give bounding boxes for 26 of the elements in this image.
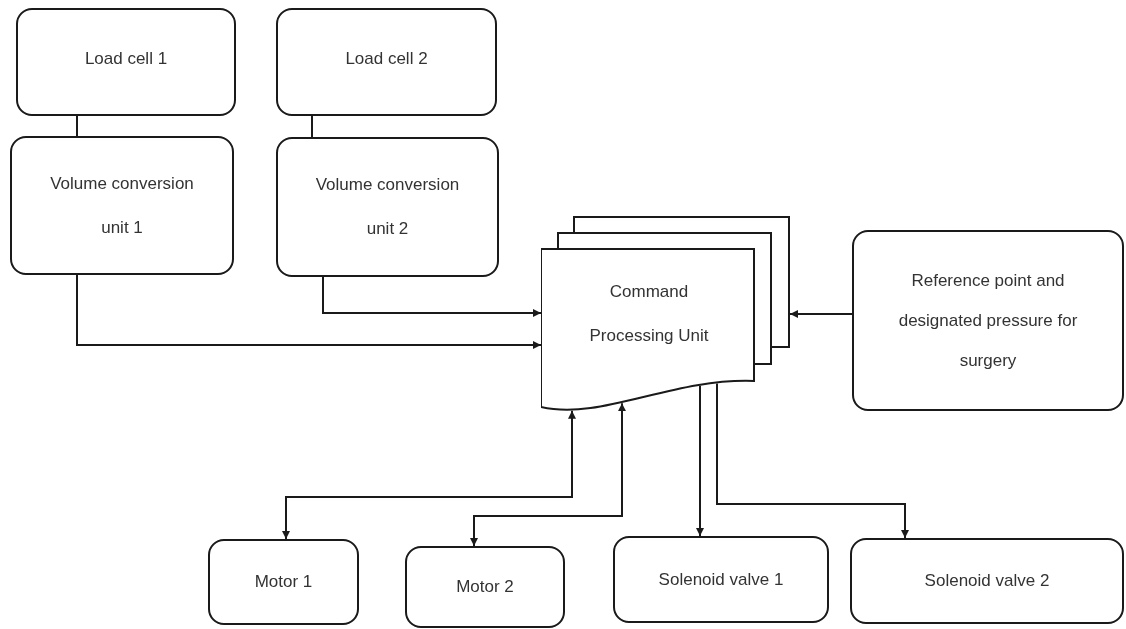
- connector-arrow: [322, 276, 542, 317]
- connector-arrow: [470, 402, 626, 547]
- rounded-box: [850, 538, 1124, 624]
- connector-arrow: [696, 384, 704, 537]
- rounded-box: [852, 230, 1124, 411]
- rounded-box: [276, 137, 499, 277]
- connector-arrow: [76, 274, 542, 349]
- node-label: Reference point and designated pressure for surgery: [897, 269, 1079, 372]
- rounded-box: [405, 546, 565, 628]
- rounded-box: [10, 136, 234, 275]
- connector-arrow: [789, 310, 853, 318]
- connector-arrow: [282, 409, 576, 540]
- node-label: Volume conversion unit 2: [314, 174, 461, 240]
- node-label: Solenoid valve 2: [924, 570, 1050, 592]
- node-label: Solenoid valve 1: [658, 568, 784, 591]
- node-label: Load cell 2: [345, 48, 428, 70]
- node-label: Motor 2: [456, 576, 514, 598]
- rounded-box: [613, 536, 829, 623]
- rounded-box: [16, 8, 236, 116]
- node-label: Command Processing Unit: [588, 281, 710, 347]
- node-label: Load cell 1: [84, 48, 168, 70]
- rounded-box: [276, 8, 497, 116]
- node-label: Volume conversion unit 1: [49, 172, 195, 239]
- rounded-box: [208, 539, 359, 625]
- node-label: Motor 1: [254, 571, 313, 593]
- connector-arrow: [716, 382, 909, 539]
